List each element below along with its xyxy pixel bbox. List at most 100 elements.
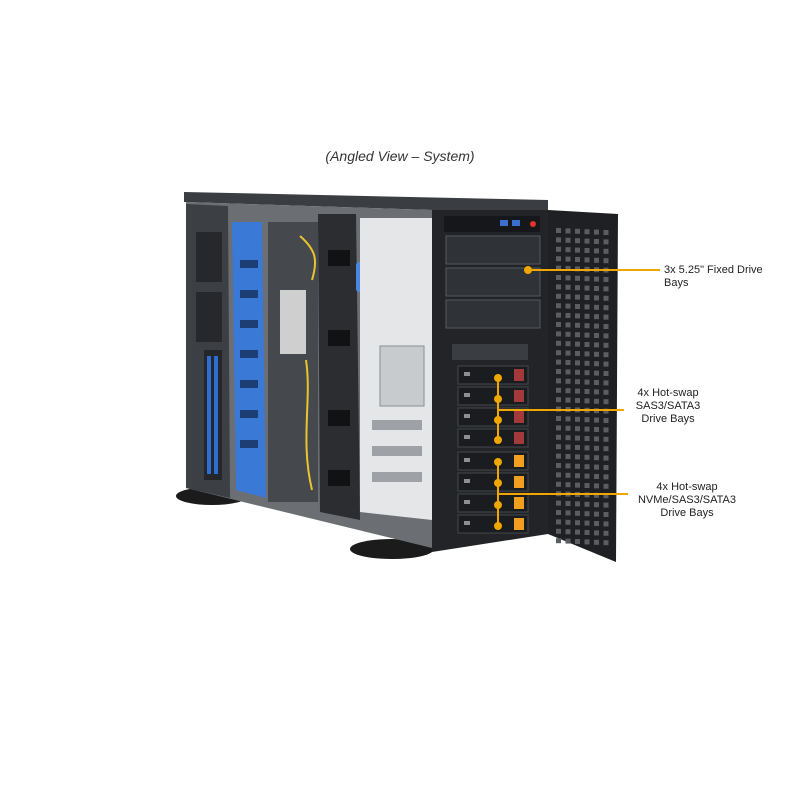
- door-vent-hole: [556, 359, 561, 365]
- door-vent-hole: [556, 284, 561, 290]
- fixed-drive-bays: [445, 235, 541, 329]
- door-vent-hole: [603, 483, 609, 489]
- door-vent-hole: [584, 370, 590, 376]
- door-vent-hole: [603, 389, 609, 395]
- door-vent-hole: [584, 379, 590, 385]
- cpu-heatsink: [280, 290, 306, 354]
- front-io-strip: [444, 216, 540, 232]
- door-vent-hole: [556, 331, 561, 337]
- door-vent-hole: [594, 314, 599, 320]
- door-vent-hole: [565, 341, 571, 347]
- door-vent-hole: [584, 313, 590, 319]
- door-vent-hole: [575, 238, 580, 244]
- door-vent-hole: [603, 258, 609, 264]
- door-vent-hole: [556, 237, 561, 243]
- door-vent-hole: [565, 538, 571, 544]
- door-vent-hole: [575, 482, 580, 488]
- internal-cage-bracket: [379, 345, 425, 407]
- door-vent-hole: [565, 303, 571, 309]
- sas-bay-latches: [514, 369, 524, 444]
- door-vent-hole: [584, 229, 590, 235]
- door-vent-hole: [594, 521, 599, 526]
- door-vent-hole: [556, 444, 561, 450]
- door-vent-hole: [565, 435, 571, 441]
- door-vent-hole: [565, 482, 571, 488]
- door-vent-hole: [584, 473, 590, 479]
- door-vent-hole: [603, 295, 609, 301]
- door-vent-hole: [556, 378, 561, 384]
- door-vent-hole: [594, 361, 599, 367]
- door-vent-hole: [575, 426, 580, 432]
- door-vent-hole: [556, 369, 561, 374]
- door-vent-hole: [556, 519, 561, 525]
- door-vent-hole: [565, 322, 571, 328]
- door-vent-hole: [603, 361, 609, 367]
- door-vent-hole: [565, 284, 571, 290]
- door-vent-hole: [565, 313, 571, 318]
- door-vent-hole: [556, 481, 561, 487]
- door-vent-hole: [584, 454, 590, 460]
- door-vent-hole: [575, 454, 580, 460]
- door-vent-hole: [594, 389, 599, 395]
- label-sas-line-2: SAS3/SATA3: [635, 400, 701, 412]
- door-vent-hole: [584, 295, 590, 300]
- door-vent-hole: [556, 228, 561, 233]
- door-vent-hole: [594, 304, 599, 310]
- door-vent-hole: [603, 521, 609, 527]
- label-sas-drive-bays: 4x Hot-swap SAS3/SATA3 Drive Bays: [626, 387, 710, 426]
- door-vent-hole: [575, 379, 580, 385]
- door-vent-hole: [603, 248, 609, 254]
- door-vent-hole: [565, 331, 571, 337]
- door-vent-hole: [575, 247, 580, 253]
- power-button: [530, 221, 536, 227]
- door-vent-hole: [575, 275, 580, 281]
- door-vent-hole: [556, 510, 561, 515]
- door-vent-hole: [565, 416, 571, 422]
- door-vent-hole: [584, 304, 590, 310]
- door-vent-hole: [556, 312, 561, 318]
- label-nvme-line-3: Drive Bays: [660, 507, 714, 519]
- door-vent-hole: [556, 453, 561, 459]
- label-nvme-line-2: NVMe/SAS3/SATA3: [637, 494, 737, 506]
- door-vent-hole: [603, 408, 609, 414]
- door-vent-hole: [594, 370, 599, 376]
- door-vent-hole: [575, 228, 580, 234]
- motherboard-area: [268, 222, 318, 502]
- door-vent-hole: [594, 455, 599, 461]
- door-vent-hole: [575, 463, 580, 469]
- door-vent-hole: [594, 351, 599, 357]
- shroud-slots: [240, 260, 258, 448]
- callout-fixed-bays: [524, 266, 660, 274]
- door-vent-hole: [556, 275, 561, 280]
- door-vent-hole: [603, 352, 609, 358]
- door-vent-hole: [594, 492, 599, 498]
- door-vent-hole: [565, 463, 571, 469]
- door-vent-hole: [584, 389, 590, 394]
- door-vent-hole: [584, 539, 590, 545]
- right-foot: [350, 539, 434, 559]
- door-vent-hole: [594, 483, 599, 489]
- nvme-bay-latches: [514, 455, 524, 530]
- door-vent-hole: [556, 350, 561, 356]
- door-vent-hole: [556, 340, 561, 346]
- door-vent-hole: [565, 425, 571, 431]
- door-vent-hole: [565, 228, 571, 234]
- door-vent-hole: [556, 472, 561, 478]
- door-vent-hole: [575, 332, 580, 338]
- door-vent-hole: [584, 417, 590, 423]
- door-vent-hole: [565, 454, 571, 459]
- door-vent-hole: [584, 501, 590, 507]
- door-vent-hole: [603, 230, 609, 235]
- door-vent-hole: [594, 502, 599, 508]
- door-vent-hole: [603, 277, 609, 282]
- hot-swap-bays: [457, 365, 529, 534]
- door-vent-hole: [575, 285, 580, 291]
- door-vent-hole: [594, 398, 599, 404]
- door-vent-hole: [565, 247, 571, 253]
- callout-sas-bays: [494, 374, 624, 444]
- yellow-cables: [299, 235, 317, 491]
- door-vent-hole: [584, 426, 590, 432]
- door-vent-hole: [565, 378, 571, 384]
- door-vent-hole: [603, 502, 609, 508]
- door-vent-hole: [603, 465, 609, 470]
